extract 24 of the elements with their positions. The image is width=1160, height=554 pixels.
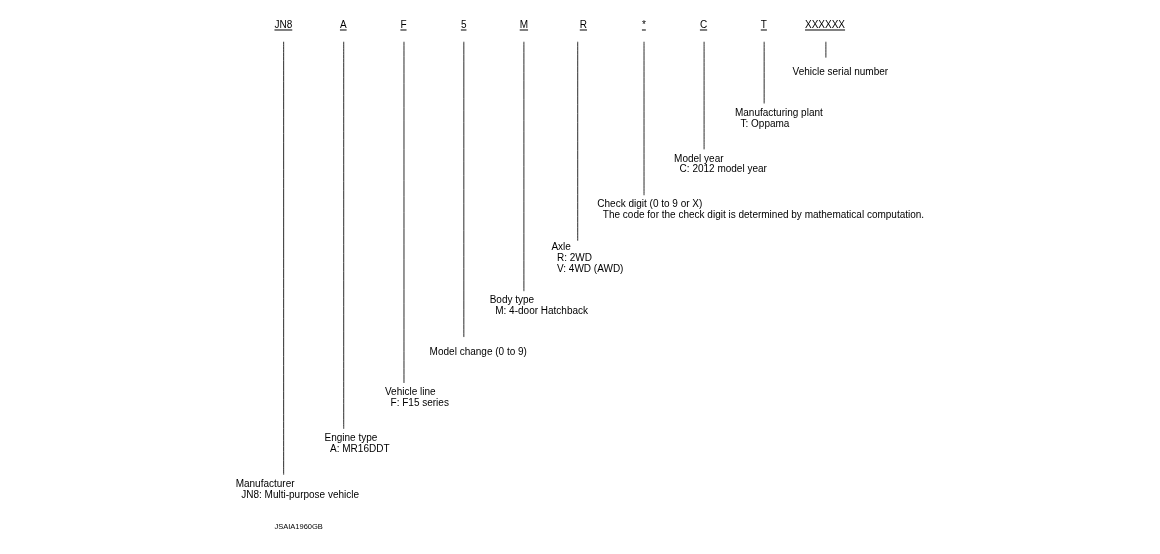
connector — [577, 41, 579, 242]
node-text: Manufacturing plant T: Oppama — [734, 106, 823, 129]
node-text: Check digit (0 to 9 or X) The code for the check digit is determined by mathematical computation. — [597, 198, 925, 221]
node-text: C — [699, 19, 708, 31]
node-text: Vehicle serial number — [792, 66, 889, 78]
node-text: Body type M: 4-door Hatchback — [489, 294, 589, 317]
node-text: F — [400, 19, 407, 31]
node-text: T — [760, 19, 767, 31]
node-text: Vehicle line F: F15 series — [385, 386, 449, 408]
node-text: 5 — [460, 19, 467, 31]
node-text: XXXXXX — [805, 19, 846, 31]
label: JSAIA1960GB — [274, 522, 323, 532]
node-text: * — [641, 19, 646, 31]
node-text: R — [579, 19, 588, 31]
connector — [283, 41, 285, 476]
node-text: M — [519, 19, 529, 31]
node-text: Manufacturer JN8: Multi-purpose vehicle — [235, 477, 360, 500]
node-text: JN8 — [274, 19, 293, 31]
node-text: Model change (0 to 9) — [429, 345, 527, 357]
node-text: Model year C: 2012 model year — [674, 152, 767, 175]
node-text: Engine type A: MR16DDT — [324, 432, 390, 454]
connector — [343, 41, 345, 430]
node-text: Axle R: 2WD V: 4WD (AWD) — [551, 240, 624, 274]
node-text: A — [339, 19, 347, 31]
